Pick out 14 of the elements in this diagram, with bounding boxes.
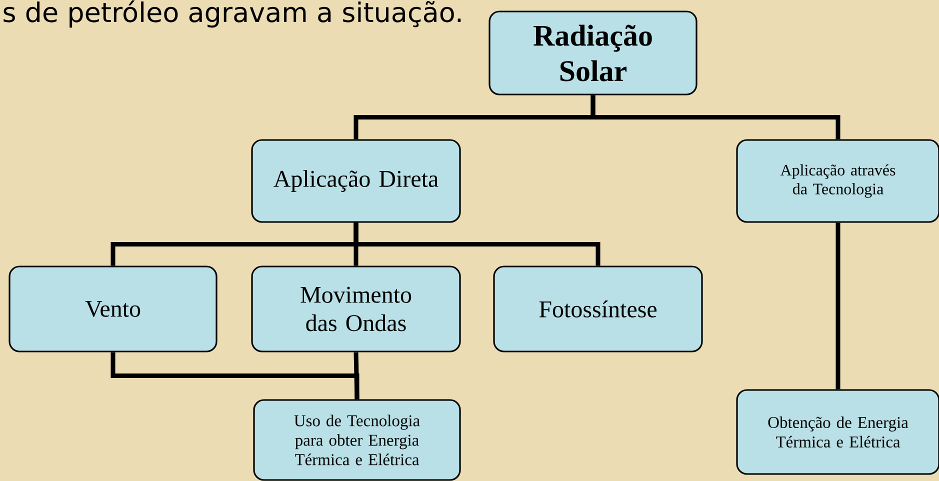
- connector-line: [590, 95, 840, 140]
- process-box: Aplicação Direta: [251, 139, 461, 223]
- process-box: Movimento das Ondas: [251, 266, 461, 352]
- process-box: Aplicação através da Tecnologia: [736, 139, 939, 223]
- process-box: Obtenção de Energia Térmica e Elétrica: [736, 389, 939, 475]
- connector-line: [836, 222, 840, 390]
- connector-line: [354, 222, 600, 266]
- connector-line: [354, 352, 360, 400]
- process-box: Fotossíntese: [493, 266, 703, 352]
- process-box: Vento: [8, 266, 218, 352]
- heading-text: s de petróleo agravam a situação.: [4, 0, 461, 28]
- process-box: Radiação Solar: [488, 10, 698, 96]
- process-box: Uso de Tecnologia para obter Energia Térmica e Elétrica: [253, 399, 461, 481]
- connector-line: [110, 352, 360, 400]
